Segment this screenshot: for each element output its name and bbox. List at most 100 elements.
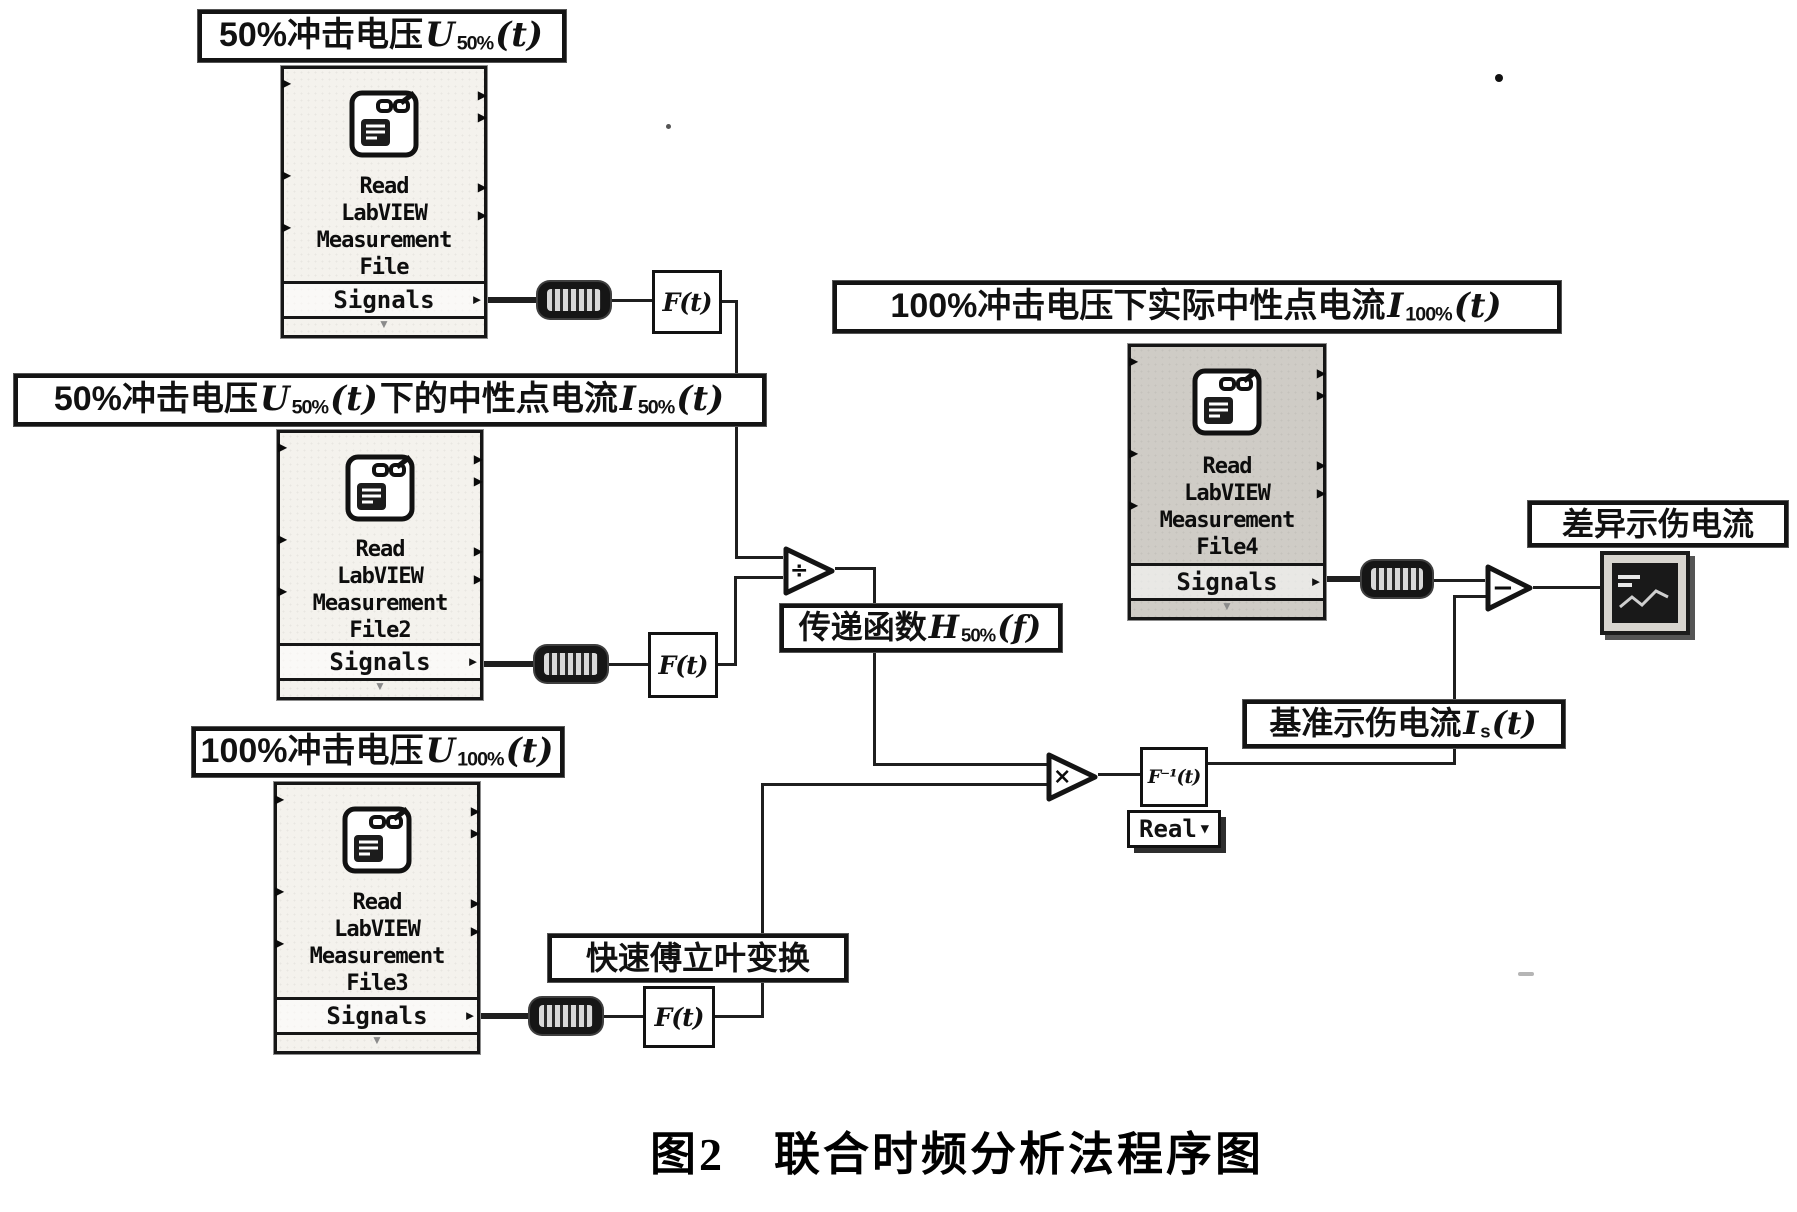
wire-segment xyxy=(602,1015,643,1018)
output-terminal-icon: ▶ xyxy=(470,804,480,818)
output-terminal-icon: ▶ xyxy=(477,110,487,124)
signals-output-row: Signals ▶ xyxy=(280,643,480,681)
wire-segment xyxy=(720,300,738,303)
signals-output-row: Signals ▶ xyxy=(284,281,484,319)
block-title-line: File xyxy=(359,255,410,280)
convert-dynamic-data-icon xyxy=(538,282,610,318)
output-terminal-icon: ▶ xyxy=(473,572,483,586)
input-terminal-icon: ▶ xyxy=(278,440,288,454)
expand-arrow-icon: ▼ xyxy=(371,1033,383,1047)
inverse-fft-node: F⁻¹(t) xyxy=(1140,747,1208,807)
indicator-screen xyxy=(1612,563,1678,623)
signals-output-arrow-icon: ▶ xyxy=(469,654,477,670)
dropdown-caret-icon: ▼ xyxy=(1200,821,1209,837)
read-file-icon xyxy=(280,433,480,537)
fft-node-3: F(t) xyxy=(643,986,715,1048)
signals-label: Signals xyxy=(326,1002,428,1030)
input-terminal-icon: ▶ xyxy=(275,792,285,806)
expand-arrow-icon: ▼ xyxy=(374,679,386,693)
input-terminal-icon: ▶ xyxy=(282,76,292,90)
input-terminal-icon: ▶ xyxy=(282,168,292,182)
input-terminal-icon: ▶ xyxy=(278,584,288,598)
output-terminal-icon: ▶ xyxy=(470,826,480,840)
read-measurement-file4-block: ▶ ▶ ▶ ▶ ▶ ▶ ▶ Read LabVIEW Measurement F… xyxy=(1128,344,1326,620)
wire-segment xyxy=(1533,586,1602,589)
convert-dynamic-data-icon xyxy=(1362,561,1432,597)
signals-output-arrow-icon: ▶ xyxy=(1312,574,1320,590)
output-terminal-icon: ▶ xyxy=(477,208,487,222)
signals-label: Signals xyxy=(329,648,431,676)
wire-segment xyxy=(761,783,1048,786)
output-terminal-icon: ▶ xyxy=(1316,486,1326,500)
input-terminal-icon: ▶ xyxy=(1129,498,1139,512)
wire-segment xyxy=(483,661,535,667)
block-title-line: File2 xyxy=(349,618,411,643)
signals-output-arrow-icon: ▶ xyxy=(473,292,481,308)
block-title-line: Read xyxy=(355,537,406,562)
real-part-dropdown: Real ▼ xyxy=(1127,810,1221,848)
output-terminal-icon: ▶ xyxy=(1316,366,1326,380)
output-terminal-icon: ▶ xyxy=(477,180,487,194)
output-terminal-icon: ▶ xyxy=(473,452,483,466)
read-file-icon xyxy=(284,69,484,173)
block-title-line: LabVIEW xyxy=(334,917,421,942)
block-title-line: LabVIEW xyxy=(337,564,424,589)
output-terminal-icon: ▶ xyxy=(1316,458,1326,472)
wire-segment xyxy=(761,784,764,1018)
read-measurement-file1-block: ▶ ▶ ▶ ▶ ▶ ▶ ▶ Read LabVIEW Measurement F… xyxy=(281,66,487,338)
signals-label: Signals xyxy=(333,286,435,314)
block-title-line: File4 xyxy=(1196,535,1258,560)
read-measurement-file2-block: ▶ ▶ ▶ ▶ ▶ ▶ ▶ Read LabVIEW Measurement F… xyxy=(277,430,483,700)
wire-segment xyxy=(487,297,538,303)
label-difference-flaw-current: 差异示伤电流 xyxy=(1528,501,1788,547)
block-title-line: Measurement xyxy=(316,228,453,253)
fft-node-1: F(t) xyxy=(652,270,722,334)
scan-speck xyxy=(1495,74,1503,82)
read-file-icon xyxy=(1131,347,1323,451)
wire-segment xyxy=(607,663,648,666)
output-terminal-icon: ▶ xyxy=(473,544,483,558)
subtract-node: − xyxy=(1485,564,1533,612)
block-title-line: Measurement xyxy=(312,591,449,616)
block-title-line: Read xyxy=(352,890,403,915)
wire-segment xyxy=(734,576,783,579)
divide-glyph: ÷ xyxy=(790,558,809,584)
input-terminal-icon: ▶ xyxy=(282,220,292,234)
block-title-line: LabVIEW xyxy=(1184,481,1271,506)
wire-segment xyxy=(1326,576,1362,582)
wire-segment xyxy=(873,567,876,766)
convert-dynamic-data-icon xyxy=(535,646,607,682)
scan-speck xyxy=(1518,972,1534,976)
wire-segment xyxy=(735,556,783,559)
block-title-line: Read xyxy=(359,174,410,199)
input-terminal-icon: ▶ xyxy=(275,936,285,950)
signals-output-row: Signals ▶ xyxy=(277,997,477,1035)
divide-node: ÷ xyxy=(783,546,835,596)
input-terminal-icon: ▶ xyxy=(275,884,285,898)
waveform-indicator-icon xyxy=(1600,551,1690,635)
subtract-glyph: − xyxy=(1492,573,1514,603)
read-measurement-file3-block: ▶ ▶ ▶ ▶ ▶ ▶ ▶ Read LabVIEW Measurement F… xyxy=(274,782,480,1054)
multiply-glyph: × xyxy=(1053,764,1072,790)
scan-speck xyxy=(666,124,671,129)
output-terminal-icon: ▶ xyxy=(1316,388,1326,402)
signals-output-arrow-icon: ▶ xyxy=(466,1008,474,1024)
output-terminal-icon: ▶ xyxy=(477,88,487,102)
wire-segment xyxy=(734,577,737,666)
wire-segment xyxy=(873,763,1048,766)
block-title-line: Measurement xyxy=(309,944,446,969)
wire-segment xyxy=(735,300,738,558)
input-terminal-icon: ▶ xyxy=(1129,354,1139,368)
real-dropdown-value: Real xyxy=(1139,815,1197,843)
wire-segment xyxy=(610,299,652,302)
block-title-line: Read xyxy=(1202,454,1253,479)
multiply-node: × xyxy=(1046,752,1098,802)
block-title-line: LabVIEW xyxy=(341,201,428,226)
block-title-line: File3 xyxy=(346,971,408,996)
